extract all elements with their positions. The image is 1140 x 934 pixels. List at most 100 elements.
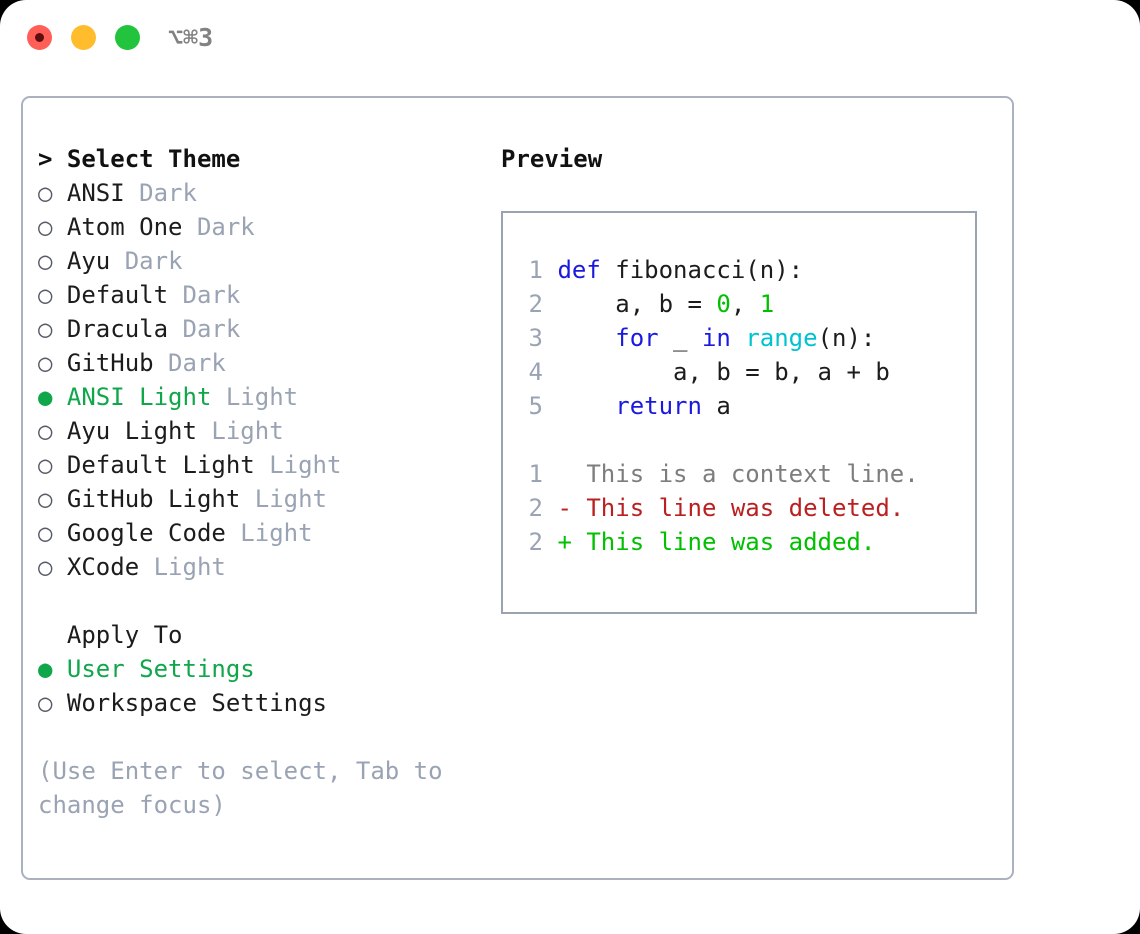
maximize-button[interactable] <box>115 25 140 50</box>
diff-line-0: 1 This is a context line. <box>521 457 975 491</box>
theme-option-2[interactable]: ○ Ayu Dark <box>38 244 498 278</box>
option-kind-badge: Light <box>240 485 327 513</box>
option-kind-badge: Light <box>254 451 342 479</box>
theme-option-9[interactable]: ○ GitHub Light Light <box>38 482 498 516</box>
option-kind-badge: Dark <box>124 179 197 207</box>
code-token: 0 <box>716 290 731 318</box>
diff-text: - This line was deleted. <box>543 494 905 522</box>
theme-option-0[interactable]: ○ ANSI Dark <box>38 176 498 210</box>
radio-unselected-icon: ○ <box>38 179 67 207</box>
radio-unselected-icon: ○ <box>38 417 67 445</box>
radio-unselected-icon: ○ <box>38 213 67 241</box>
radio-unselected-icon: ○ <box>38 519 67 547</box>
theme-option-6[interactable]: ● ANSI Light Light <box>38 380 498 414</box>
code-token: range <box>745 324 818 352</box>
radio-unselected-icon: ○ <box>38 247 67 275</box>
code-token: return <box>615 392 702 420</box>
code-token <box>557 392 615 420</box>
theme-option-10[interactable]: ○ Google Code Light <box>38 516 498 550</box>
radio-unselected-icon: ○ <box>38 281 67 309</box>
line-number: 3 <box>528 324 543 352</box>
radio-unselected-icon: ○ <box>38 349 67 377</box>
theme-option-8[interactable]: ○ Default Light Light <box>38 448 498 482</box>
option-kind-badge: Light <box>139 553 226 581</box>
diff-line-2: 2 + This line was added. <box>521 525 975 559</box>
code-token: fibonacci(n): <box>600 256 804 284</box>
keyboard-shortcut-label: ⌥⌘3 <box>168 23 214 52</box>
line-number: 5 <box>528 392 543 420</box>
line-number: 1 <box>528 460 543 488</box>
preview-heading: Preview <box>501 145 603 173</box>
theme-option-list: ○ ANSI Dark○ Atom One Dark○ Ayu Dark○ De… <box>38 176 498 584</box>
radio-unselected-icon: ○ <box>38 315 67 343</box>
theme-picker-heading: > Select Theme <box>38 145 241 173</box>
theme-option-5[interactable]: ○ GitHub Dark <box>38 346 498 380</box>
code-token: 1 <box>759 290 775 318</box>
option-label: GitHub Light <box>66 485 241 513</box>
code-token: a, b = b, a + b <box>557 358 890 386</box>
line-number: 4 <box>528 358 543 386</box>
close-button[interactable] <box>27 25 52 50</box>
option-label: Atom One <box>66 213 183 241</box>
main-panel: > Select Theme ○ ANSI Dark○ Atom One Dar… <box>21 96 1014 880</box>
code-line-5: 5 return a <box>521 389 975 423</box>
apply-to-option-1[interactable]: ○ Workspace Settings <box>38 686 498 720</box>
code-line-1: 1 def fibonacci(n): <box>521 253 975 287</box>
option-label: Default Light <box>66 451 255 479</box>
option-kind-badge: Dark <box>182 213 255 241</box>
code-line-4: 4 a, b = b, a + b <box>521 355 975 389</box>
theme-option-11[interactable]: ○ XCode Light <box>38 550 498 584</box>
window-controls <box>27 25 140 50</box>
option-kind-badge: Light <box>211 383 299 411</box>
option-label: Google Code <box>66 519 226 547</box>
option-label: XCode <box>66 553 140 581</box>
keyboard-hint: (Use Enter to select, Tab to change focu… <box>38 757 443 819</box>
option-label: GitHub <box>66 349 154 377</box>
option-kind-badge: Dark <box>153 349 226 377</box>
apply-to-option-list: ● User Settings○ Workspace Settings <box>38 652 498 720</box>
line-number: 2 <box>528 494 543 522</box>
theme-option-7[interactable]: ○ Ayu Light Light <box>38 414 498 448</box>
theme-option-3[interactable]: ○ Default Dark <box>38 278 498 312</box>
code-token: (n): <box>817 324 876 352</box>
option-kind-badge: Dark <box>168 281 241 309</box>
minimize-button[interactable] <box>71 25 96 50</box>
option-label: User Settings <box>66 655 255 683</box>
diff-text: This is a context line. <box>543 460 919 488</box>
theme-option-1[interactable]: ○ Atom One Dark <box>38 210 498 244</box>
code-line-2: 2 a, b = 0, 1 <box>521 287 975 321</box>
code-token: for <box>615 324 659 352</box>
option-label: Dracula <box>66 315 169 343</box>
code-token <box>731 324 745 352</box>
theme-picker-column: > Select Theme ○ ANSI Dark○ Atom One Dar… <box>38 142 498 822</box>
option-kind-badge: Light <box>225 519 313 547</box>
radio-unselected-icon: ○ <box>38 553 67 581</box>
code-token: a <box>701 392 731 420</box>
radio-selected-icon: ● <box>38 655 67 683</box>
theme-option-4[interactable]: ○ Dracula Dark <box>38 312 498 346</box>
code-token: in <box>701 324 731 352</box>
diff-text: + This line was added. <box>543 528 876 556</box>
title-bar: ⌥⌘3 <box>0 0 1140 78</box>
line-number: 1 <box>528 256 543 284</box>
line-number: 2 <box>528 290 543 318</box>
apply-to-heading: Apply To <box>38 621 183 649</box>
code-line-3: 3 for _ in range(n): <box>521 321 975 355</box>
apply-to-option-0[interactable]: ● User Settings <box>38 652 498 686</box>
diff-line-1: 2 - This line was deleted. <box>521 491 975 525</box>
option-label: Default <box>66 281 169 309</box>
radio-selected-icon: ● <box>38 383 67 411</box>
code-token: , <box>730 290 760 318</box>
radio-unselected-icon: ○ <box>38 485 67 513</box>
option-label: ANSI Light <box>66 383 212 411</box>
option-kind-badge: Light <box>196 417 284 445</box>
code-token: a, b = <box>557 290 717 318</box>
code-token <box>557 324 615 352</box>
preview-column: Preview 1 def fibonacci(n):2 a, b = 0, 1… <box>501 142 1001 614</box>
option-label: Ayu <box>66 247 111 275</box>
code-token: _ <box>658 324 702 352</box>
code-token: def <box>557 256 601 284</box>
option-label: Workspace Settings <box>66 689 327 717</box>
